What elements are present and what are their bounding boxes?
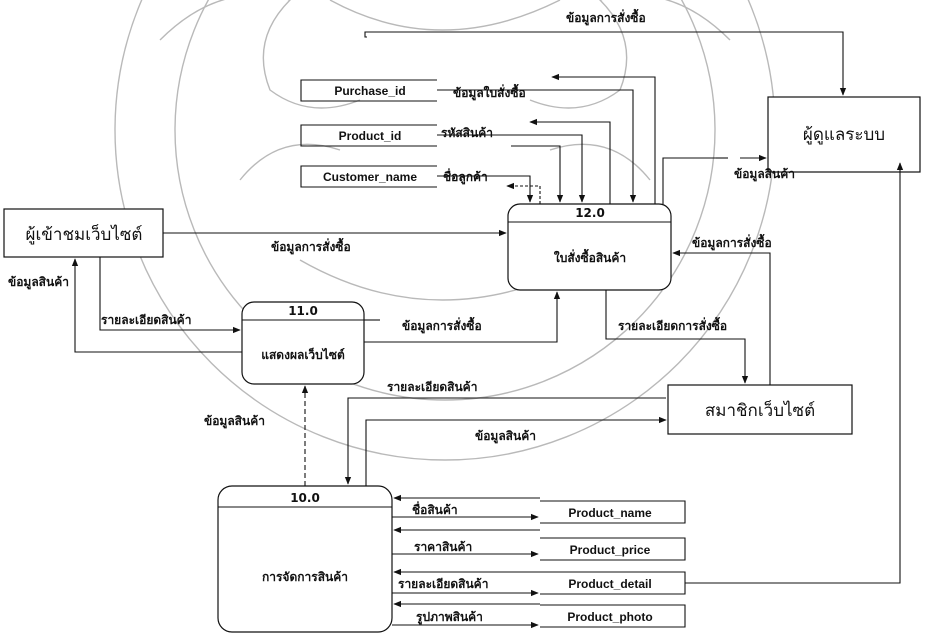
flow-member-detail-arrow [344, 397, 666, 485]
flow-customer-name-arrow [506, 182, 541, 204]
datastore-customer-name: Customer_name [323, 170, 417, 184]
flow-admin-product-label: ข้อมูลสินค้า [734, 167, 795, 182]
flow-order-detail-arrow [605, 290, 749, 384]
flow-p11-order-arrow [364, 291, 561, 343]
flow-purchase-info-arrow [551, 73, 656, 204]
flow-top-order-arrow [364, 31, 847, 96]
flow-product-detail-label: รายละเอียดสินค้า [398, 577, 488, 591]
process-10-id: 10.0 [290, 491, 320, 505]
flow-detail-to-p11-label: รายละเอียดสินค้า [101, 313, 191, 327]
flow-p10-product-label: ข้อมูลสินค้า [204, 414, 265, 429]
datastore-purchase-id: Purchase_id [334, 84, 405, 98]
process-10-name: การจัดการสินค้า [262, 570, 348, 584]
entity-member: สมาชิกเว็บไซต์ [705, 399, 815, 421]
process-12-name: ใบสั่งซื้อสินค้า [554, 248, 626, 265]
flow-member-product-arrow [365, 416, 667, 486]
datastore-product-price: Product_price [570, 543, 651, 557]
flow-visitor-product-label: ข้อมูลสินค้า [8, 275, 69, 290]
entity-visitor-box [3, 208, 164, 258]
flow-product-code-label: รหัสสินค้า [441, 126, 493, 140]
datastore-product-name: Product_name [568, 506, 652, 520]
process-12-id: 12.0 [575, 206, 605, 220]
flow-product-code-arrow [529, 118, 611, 204]
entity-visitor: ผู้เข้าชมเว็บไซต์ [26, 223, 143, 245]
flow-customer-name-label: ชื่อลูกค้า [443, 168, 488, 185]
flow-detail-to-p11-arrow [99, 257, 241, 334]
process-10: 10.0 การจัดการสินค้า [217, 485, 393, 633]
flow-top-order-label: ข้อมูลการสั่งซื้อ [566, 8, 646, 26]
flow-product-price-label: ราคาสินค้า [414, 540, 472, 554]
flow-p11-order-label: ข้อมูลการสั่งซื้อ [402, 316, 482, 334]
process-11-name: แสดงผลเว็บไซต์ [261, 347, 345, 362]
flow-visitor-order-label: ข้อมูลการสั่งซื้อ [271, 237, 351, 255]
flow-product-photo-label: รูปภาพสินค้า [416, 610, 483, 625]
flow-member-detail-label: รายละเอียดสินค้า [387, 380, 477, 394]
flow-purchase-info-label: ข้อมูลใบสั่งซื้อ [453, 83, 526, 101]
flow-member-order-arrow [672, 249, 771, 385]
entity-admin-box [767, 96, 921, 173]
entity-admin: ผู้ดูแลระบบ [803, 125, 885, 145]
process-11: 11.0 แสดงผลเว็บไซต์ [241, 301, 365, 385]
flow-admin-product-arrow [685, 162, 904, 584]
entity-member-box [667, 384, 853, 435]
flow-member-order-label: ข้อมูลการสั่งซื้อ [692, 233, 772, 251]
flow-member-product-label: ข้อมูลสินค้า [475, 429, 536, 444]
flow-product-name-label: ชื่อสินค้า [412, 501, 458, 517]
process-11-id: 11.0 [288, 304, 318, 318]
flow-order-detail-label: รายละเอียดการสั่งซื้อ [618, 316, 727, 333]
flow-visitor-product-arrow [71, 258, 242, 353]
datastore-product-photo: Product_photo [567, 610, 652, 624]
datastore-product-id: Product_id [339, 129, 402, 143]
datastore-product-detail: Product_detail [568, 577, 651, 591]
process-12: 12.0 ใบสั่งซื้อสินค้า [507, 203, 672, 291]
